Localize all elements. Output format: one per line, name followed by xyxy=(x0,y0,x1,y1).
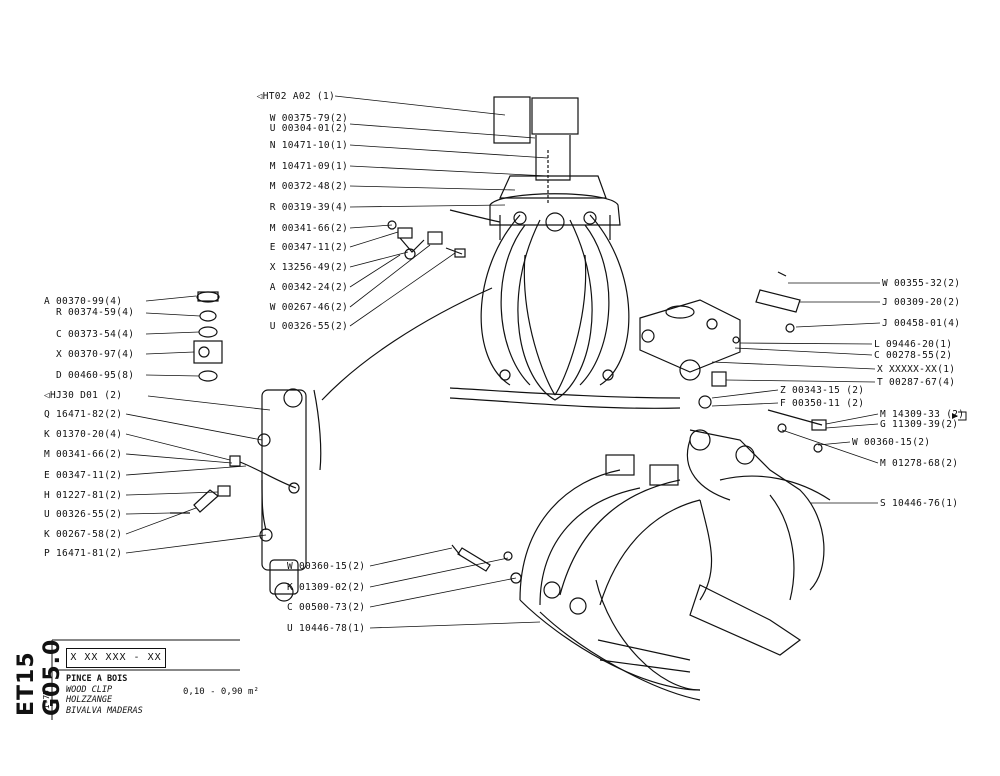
callout-j00309: J 00309-20(2) xyxy=(882,297,961,308)
callout-a00342: A 00342-24(2) xyxy=(269,282,348,293)
small-parts-cluster xyxy=(387,220,466,260)
callout-e00347: E 00347-11(2) xyxy=(269,242,348,253)
callout-m14309: M 14309-33 (2) xyxy=(880,409,965,420)
callout-m00341b: M 00341-66(2) xyxy=(44,449,123,460)
callout-m00372: M 00372-48(2) xyxy=(269,181,348,192)
hydraulic-hose-line xyxy=(321,287,493,401)
callout-h01227: H 01227-81(2) xyxy=(44,490,123,501)
callout-d00460: D 00460-95(8) xyxy=(56,370,135,381)
callout-j00458: J 00458-01(4) xyxy=(882,318,961,329)
callout-x13256: X 13256-49(2) xyxy=(269,262,348,273)
callout-k01370: K 01370-20(4) xyxy=(44,429,123,440)
callout-hj30: ◁HJ30 D01 (2) xyxy=(44,390,123,401)
callout-w00360: W 00360-15(2) xyxy=(852,437,931,448)
callout-u00326: U 00326-55(2) xyxy=(269,321,348,332)
callout-a00370: A 00370-99(4) xyxy=(44,296,123,307)
callout-f00350: F 00350-11 (2) xyxy=(780,398,865,409)
title-block-frame xyxy=(51,639,240,720)
callout-e00347b: E 00347-11(2) xyxy=(44,470,123,481)
title-de: HOLZZANGE xyxy=(66,695,113,705)
callout-m00341: M 00341-66(2) xyxy=(269,223,348,234)
pin-group-bottom xyxy=(451,544,522,584)
jaw-left xyxy=(519,454,701,701)
callout-w00267: W 00267-46(2) xyxy=(269,302,348,313)
callout-t00287: T 00287-67(4) xyxy=(877,377,956,388)
sheet-date: 1-75 xyxy=(42,690,51,710)
title-en: WOOD CLIP xyxy=(66,684,113,695)
callout-k01309: K 01309-02(2) xyxy=(287,582,366,593)
callout-z00343: Z 00343-15 (2) xyxy=(780,385,865,396)
callout-w00360b: W 00360-15(2) xyxy=(287,561,366,572)
hydraulic-cylinder xyxy=(170,388,307,602)
assembled-grab xyxy=(449,96,681,409)
callout-l09446: L 09446-20(1) xyxy=(874,339,953,350)
capacity-value: 0,10 - 0,90 m² xyxy=(183,687,259,697)
callout-r00374: R 00374-59(4) xyxy=(56,307,135,318)
callout-w00375: W 00375-79(2) xyxy=(269,113,348,124)
callout-w00355: W 00355-32(2) xyxy=(882,278,961,289)
title-block: PINCE A BOIS WOOD CLIP HOLZZANGE BIVALVA… xyxy=(66,674,143,716)
leader-lines xyxy=(125,95,881,629)
callout-m01278: M 01278-68(2) xyxy=(880,458,959,469)
callout-c00373: C 00373-54(4) xyxy=(56,329,135,340)
callout-u10446: U 10446-78(1) xyxy=(287,623,366,634)
sheet-code: ET15 G05.0 xyxy=(14,638,65,716)
title-es: BIVALVA MADERAS xyxy=(66,705,143,716)
callout-c00278: C 00278-55(2) xyxy=(874,350,953,361)
callout-q16471: Q 16471-82(2) xyxy=(44,409,123,420)
fitting-group xyxy=(193,291,223,382)
callout-u00304: U 00304-01(2) xyxy=(269,123,348,134)
reference-box: X XX XXX - XX xyxy=(66,648,166,668)
callout-p16471: P 16471-81(2) xyxy=(44,548,123,559)
callout-x00370: X 00370-97(4) xyxy=(56,349,135,360)
callout-xxxxx: X XXXXX-XX(1) xyxy=(877,364,956,375)
callout-s10446: S 10446-76(1) xyxy=(880,498,959,509)
rotator-hub xyxy=(639,271,801,409)
jaw-right xyxy=(686,409,831,656)
callout-ht02: ◁HT02 A02 (1) xyxy=(256,91,335,102)
arrow-marker xyxy=(952,411,967,421)
callout-c00500: C 00500-73(2) xyxy=(287,602,366,613)
callout-n10471: N 10471-10(1) xyxy=(269,140,348,151)
title-fr: PINCE A BOIS xyxy=(66,674,128,684)
callout-u00326b: U 00326-55(2) xyxy=(44,509,123,520)
callout-k00267: K 00267-58(2) xyxy=(44,529,123,540)
callout-r00319: R 00319-39(4) xyxy=(269,202,348,213)
callout-g11309: G 11309-39(2) xyxy=(880,419,959,430)
callout-m10471: M 10471-09(1) xyxy=(269,161,348,172)
